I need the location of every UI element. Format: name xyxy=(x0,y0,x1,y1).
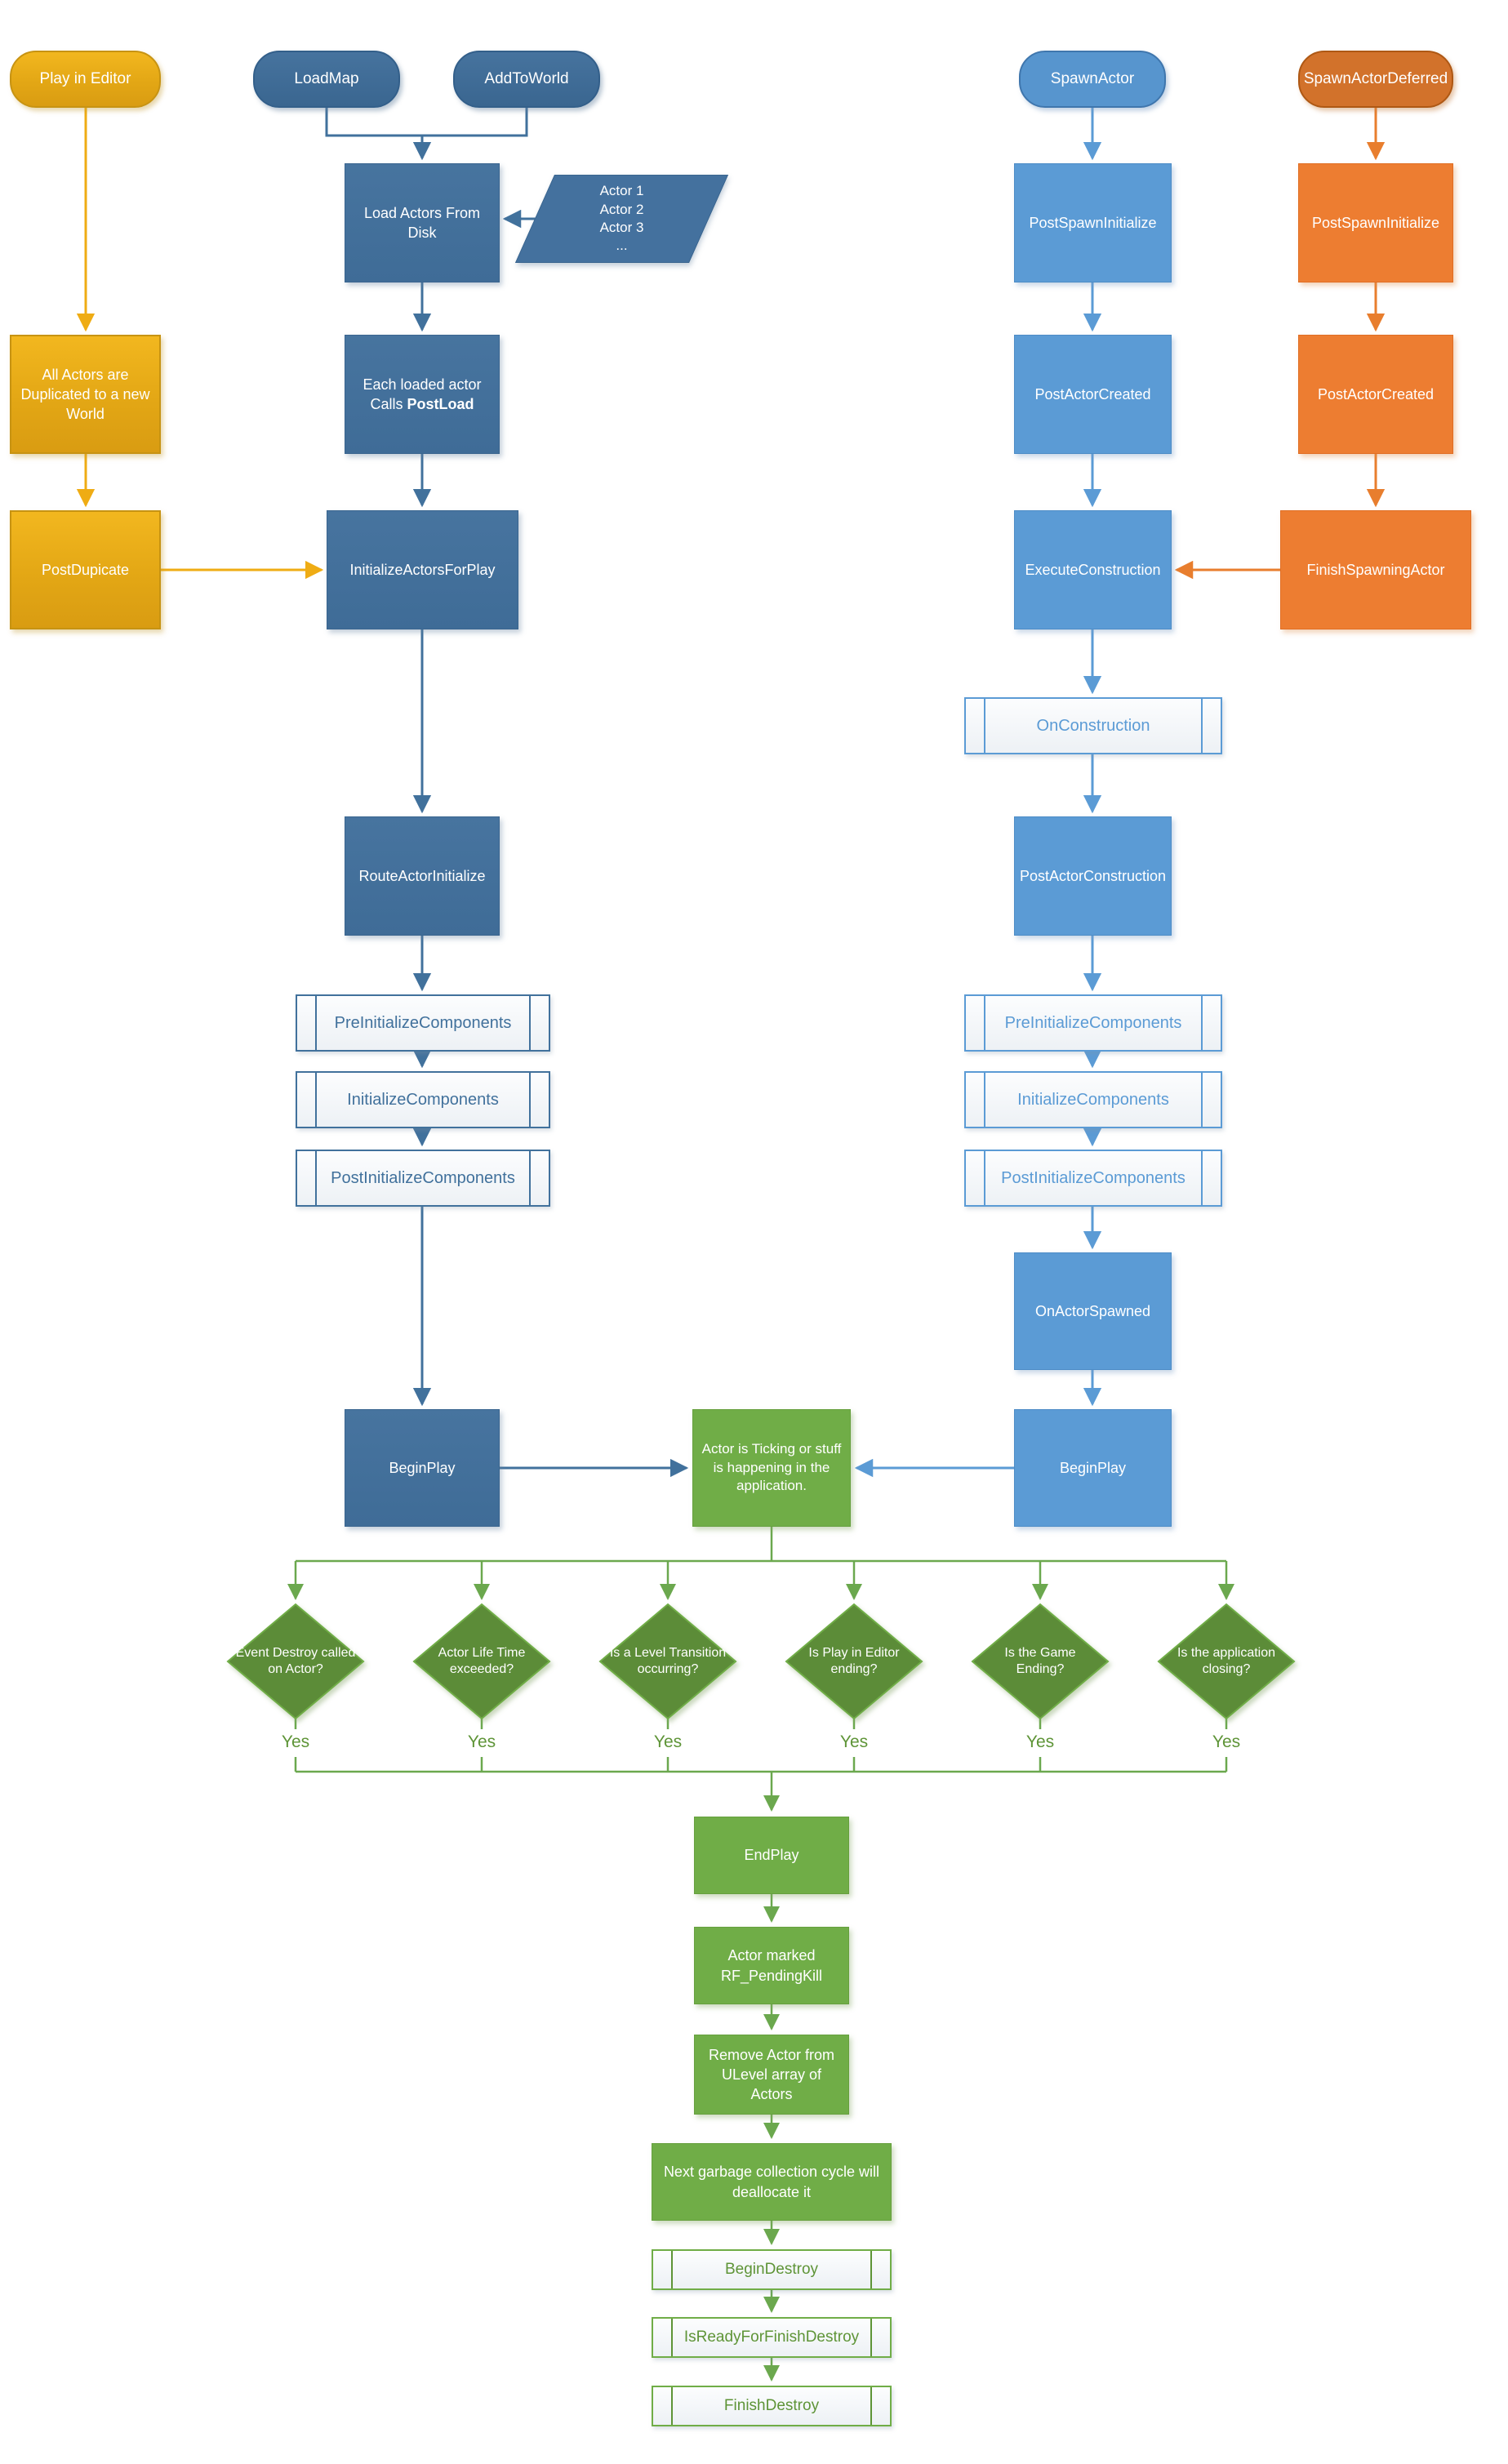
node-on-actor-spawned: OnActorSpawned xyxy=(1014,1252,1172,1370)
node-post-spawn-initialize-blue: PostSpawnInitialize xyxy=(1014,163,1172,282)
node-on-construction: OnConstruction xyxy=(964,697,1222,754)
decision-pie-ending: Is Play in Editor ending? xyxy=(808,1645,900,1676)
node-begin-play-left: BeginPlay xyxy=(345,1409,500,1527)
actor-list-text: Actor 1 Actor 2 Actor 3 ... xyxy=(599,183,644,254)
node-post-actor-construction: PostActorConstruction xyxy=(1014,816,1172,936)
node-post-actor-created-orange: PostActorCreated xyxy=(1298,335,1453,454)
node-actor-marked-pending-kill: Actor marked RF_PendingKill xyxy=(694,1927,849,2004)
decision-actor-lifetime: Actor Life Time exceeded? xyxy=(438,1645,526,1676)
branch-label-yes-5: Yes xyxy=(1025,1732,1055,1751)
node-load-actors-from-disk: Load Actors From Disk xyxy=(345,163,500,282)
node-each-loaded-actor: Each loaded actor Calls PostLoad xyxy=(345,335,500,454)
node-actor-list: Actor 1 Actor 2 Actor 3 ... xyxy=(514,175,729,263)
each-loaded-actor-line1: Each loaded actor xyxy=(363,376,482,393)
node-end-play: EndPlay xyxy=(694,1817,849,1894)
node-post-dupicate: PostDupicate xyxy=(10,510,161,629)
node-post-initialize-components-right: PostInitializeComponents xyxy=(964,1150,1222,1207)
branch-label-yes-4: Yes xyxy=(839,1732,869,1751)
node-add-to-world: AddToWorld xyxy=(453,51,600,108)
each-loaded-actor-line2: Calls PostLoad xyxy=(370,396,474,412)
node-post-initialize-components-left: PostInitializeComponents xyxy=(296,1150,550,1207)
node-is-ready-for-finish-destroy: IsReadyForFinishDestroy xyxy=(652,2317,892,2358)
node-begin-play-right: BeginPlay xyxy=(1014,1409,1172,1527)
node-initialize-actors-for-play: InitializeActorsForPlay xyxy=(327,510,518,629)
node-begin-destroy: BeginDestroy xyxy=(652,2249,892,2290)
branch-label-yes-1: Yes xyxy=(281,1732,310,1751)
node-actor-ticking: Actor is Ticking or stuff is happening i… xyxy=(692,1409,851,1527)
branch-label-yes-2: Yes xyxy=(467,1732,496,1751)
node-post-actor-created-blue: PostActorCreated xyxy=(1014,335,1172,454)
node-spawn-actor-deferred: SpawnActorDeferred xyxy=(1298,51,1453,108)
branch-label-yes-3: Yes xyxy=(653,1732,683,1751)
node-load-map: LoadMap xyxy=(253,51,400,108)
branch-label-yes-6: Yes xyxy=(1212,1732,1241,1751)
node-remove-actor: Remove Actor from ULevel array of Actors xyxy=(694,2035,849,2115)
node-route-actor-initialize: RouteActorInitialize xyxy=(345,816,500,936)
node-pre-initialize-components-left: PreInitializeComponents xyxy=(296,994,550,1052)
node-post-spawn-initialize-orange: PostSpawnInitialize xyxy=(1298,163,1453,282)
decision-level-transition: Is a Level Transition occurring? xyxy=(609,1645,727,1676)
decision-app-closing: Is the application closing? xyxy=(1177,1645,1276,1676)
node-play-in-editor: Play in Editor xyxy=(10,51,161,108)
node-initialize-components-right: InitializeComponents xyxy=(964,1071,1222,1128)
decision-game-ending: Is the Game Ending? xyxy=(1004,1645,1076,1676)
edges-dark-blue xyxy=(325,108,689,1478)
node-execute-construction: ExecuteConstruction xyxy=(1014,510,1172,629)
node-next-garbage: Next garbage collection cycle will deall… xyxy=(652,2143,892,2221)
node-initialize-components-left: InitializeComponents xyxy=(296,1071,550,1128)
decision-event-destroy: Event Destroy called on Actor? xyxy=(235,1645,356,1676)
node-pre-initialize-components-right: PreInitializeComponents xyxy=(964,994,1222,1052)
decision-diamond-shapes xyxy=(226,1603,1296,1720)
node-spawn-actor: SpawnActor xyxy=(1019,51,1166,108)
node-all-actors-duplicated: All Actors are Duplicated to a new World xyxy=(10,335,161,454)
node-finish-spawning-actor: FinishSpawningActor xyxy=(1280,510,1471,629)
node-finish-destroy: FinishDestroy xyxy=(652,2386,892,2426)
